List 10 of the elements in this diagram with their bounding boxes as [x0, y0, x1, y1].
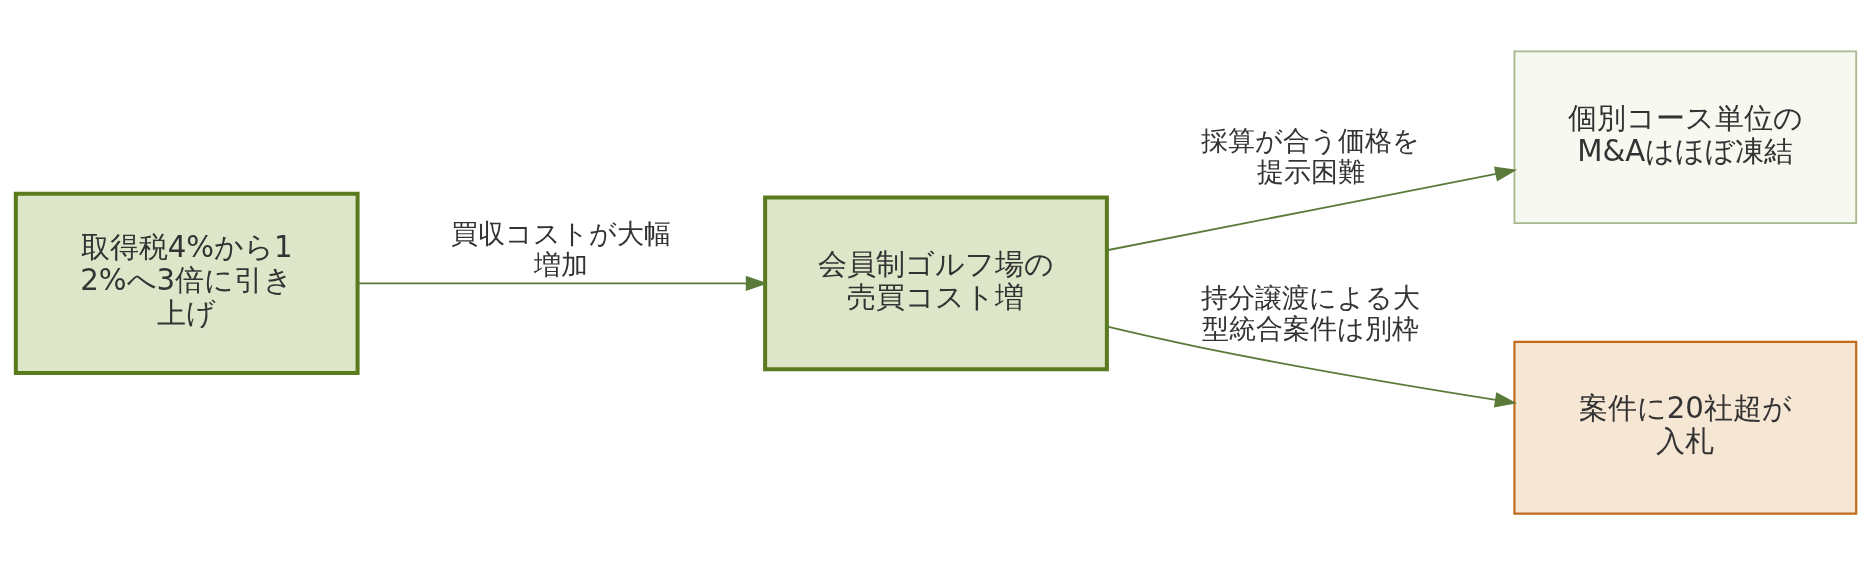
arrow — [1106, 166, 1517, 251]
node-box: 会員制ゴルフ場の売買コスト増 — [763, 195, 1109, 371]
arrow — [356, 275, 768, 291]
node-box: 取得税4%から12%へ3倍に引き上げ — [13, 191, 360, 375]
node-box: 案件に20社超が入札 — [1513, 340, 1858, 515]
arrow — [1106, 325, 1517, 407]
node-box: 個別コース単位のM&Aはほぼ凍結 — [1513, 49, 1858, 224]
edge-label: 買収コストが大幅増加 — [451, 217, 672, 280]
edge-label: 採算が合う価格を提示困難 — [1201, 124, 1421, 187]
edge-label: 持分譲渡による大型統合案件は別枠 — [1201, 281, 1421, 344]
